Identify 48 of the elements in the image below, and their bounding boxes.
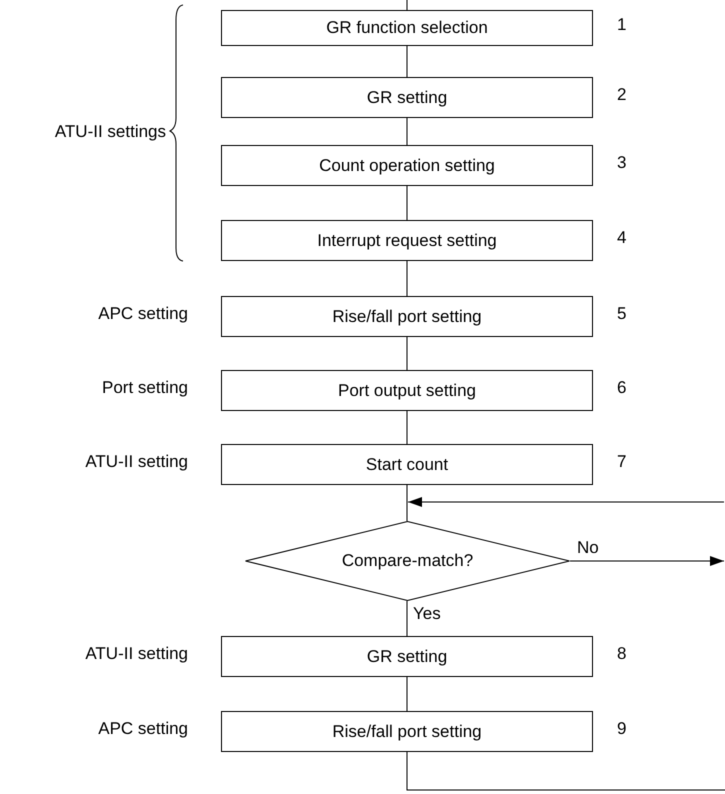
arrow bbox=[408, 497, 724, 507]
connector-line bbox=[406, 118, 408, 146]
process-box bbox=[221, 220, 593, 261]
process-text: Rise/fall port setting bbox=[332, 306, 482, 328]
side-label: ATU-II setting bbox=[84, 644, 188, 664]
side-label: APC setting bbox=[97, 304, 188, 324]
process-text: Interrupt request setting bbox=[317, 230, 497, 252]
side-label: Port setting bbox=[101, 378, 188, 398]
process-text: GR setting bbox=[366, 646, 448, 668]
step-number: 1 bbox=[617, 15, 626, 35]
connector-line bbox=[406, 752, 725, 790]
step-number: 9 bbox=[617, 718, 626, 738]
step-number: 2 bbox=[617, 84, 626, 104]
process-box bbox=[221, 370, 593, 411]
connector-line bbox=[406, 46, 408, 78]
process-box bbox=[221, 145, 593, 186]
process-box bbox=[221, 77, 593, 118]
process-text: GR setting bbox=[366, 86, 448, 109]
connector-line bbox=[406, 186, 408, 220]
step-number: 3 bbox=[617, 152, 626, 172]
connector-line bbox=[406, 336, 408, 370]
process-text: GR function selection bbox=[326, 17, 488, 40]
step-number: 8 bbox=[617, 644, 626, 664]
decision-text: Compare-match? bbox=[342, 550, 474, 572]
connector-line bbox=[406, 260, 408, 296]
arrow bbox=[570, 556, 724, 566]
connector-line bbox=[406, 0, 408, 10]
step-number: 6 bbox=[617, 378, 626, 398]
step-number: 4 bbox=[617, 228, 626, 248]
process-text: Start count bbox=[366, 454, 448, 476]
side-label: ATU-II setting bbox=[84, 452, 188, 472]
process-text: Count operation setting bbox=[319, 154, 495, 177]
decision-diamond bbox=[245, 521, 570, 601]
step-number: 5 bbox=[617, 304, 626, 324]
side-label: APC setting bbox=[97, 718, 188, 738]
process-box bbox=[221, 10, 593, 46]
process-box bbox=[221, 296, 593, 337]
process-box bbox=[221, 444, 593, 485]
step-number: 7 bbox=[617, 452, 626, 472]
group-label: ATU-II settings bbox=[54, 122, 166, 142]
connector-line bbox=[406, 410, 408, 444]
process-box bbox=[221, 711, 593, 752]
connector-line bbox=[406, 676, 408, 712]
connector-line bbox=[406, 484, 408, 522]
process-box bbox=[221, 636, 593, 677]
process-text: Port output setting bbox=[338, 380, 476, 402]
process-text: Rise/fall port setting bbox=[332, 720, 482, 743]
connector-line bbox=[406, 600, 408, 636]
